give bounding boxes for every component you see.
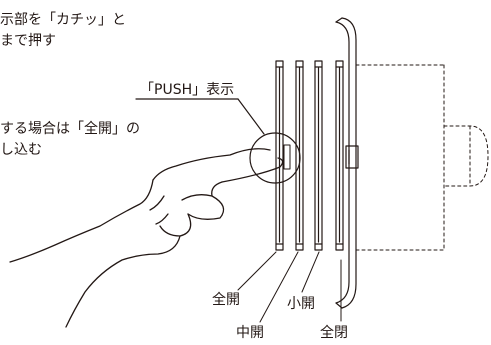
push-indicator-label: 「PUSH」表示 — [140, 82, 235, 98]
push-callout — [135, 98, 301, 184]
label-small-open: 小開 — [287, 296, 315, 312]
label-mid-open: 中開 — [236, 325, 264, 341]
hand-illustration — [9, 148, 284, 328]
mechanism-block — [345, 145, 359, 169]
instruction-line-1: 示部を「カチッ」と — [0, 12, 126, 28]
slide-plate-small-open — [314, 60, 323, 251]
instruction-line-2: まで押す — [0, 33, 56, 49]
slide-plate-full-open — [275, 60, 284, 251]
instruction-line-3: する場合は「全開」の — [0, 121, 140, 137]
duct-housing — [355, 64, 489, 251]
slide-plate-full-closed — [335, 60, 344, 251]
position-leaders — [237, 251, 342, 323]
label-full-closed: 全閉 — [320, 325, 348, 341]
label-full-open: 全開 — [212, 292, 240, 308]
instruction-line-4: し込む — [0, 142, 42, 158]
